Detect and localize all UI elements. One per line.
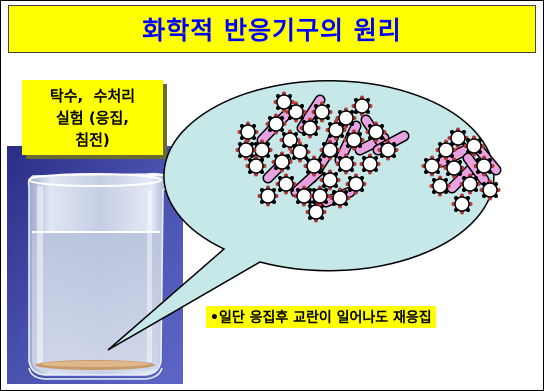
- page-title: 화학적 반응기구의 원리: [142, 16, 402, 45]
- experiment-label: 탁수, 수처리 실험 (응집, 침전): [22, 80, 163, 155]
- callout-bubble: [107, 79, 495, 351]
- label-line-1: 탁수, 수처리: [49, 86, 136, 105]
- title-banner: 화학적 반응기구의 원리: [8, 5, 536, 53]
- floc-particle-cluster: [235, 91, 502, 223]
- label-line-2: 실험 (응집,: [56, 108, 129, 127]
- note-text: •일단 응집후 교란이 일어나도 재응집: [206, 306, 436, 328]
- label-line-3: 침전): [75, 130, 110, 149]
